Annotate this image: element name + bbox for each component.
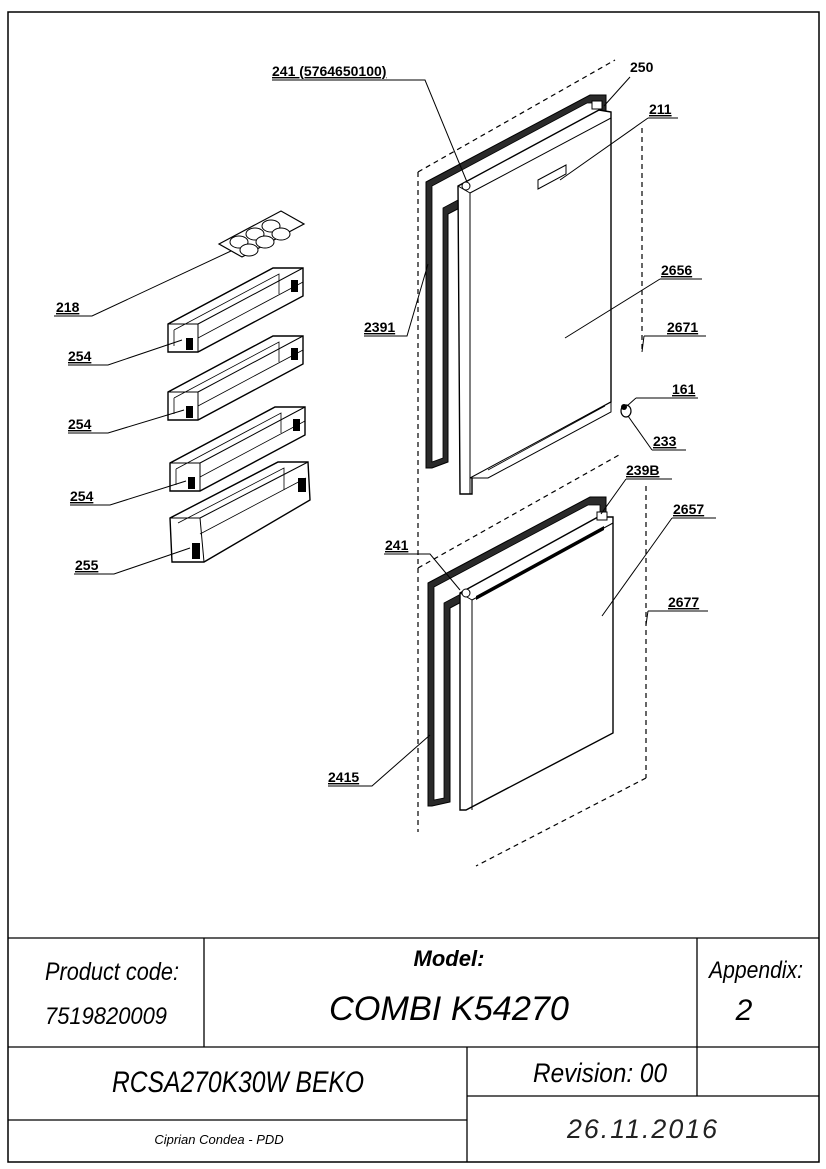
callout-239b: 239B xyxy=(626,462,659,478)
door-shelf-large xyxy=(169,461,311,563)
title-block xyxy=(8,937,819,1162)
assembly-lines xyxy=(417,59,647,867)
revision: Revision: 00 xyxy=(533,1058,667,1088)
product-code-label: Product code: xyxy=(45,958,179,986)
callout-2671: 2671 xyxy=(667,319,698,335)
callout-2391: 2391 xyxy=(364,319,395,335)
callout-241-bottom: 241 xyxy=(385,537,409,553)
callout-2657: 2657 xyxy=(673,501,704,517)
appendix-label: Appendix: xyxy=(707,957,803,984)
callout-2677: 2677 xyxy=(668,594,699,610)
appendix-value: 2 xyxy=(735,994,753,1027)
callout-254-b: 254 xyxy=(68,416,92,432)
lower-door xyxy=(459,511,614,811)
callouts: 241 (5764650100) 250 211 218 2656 2391 2… xyxy=(56,59,704,785)
callout-233: 233 xyxy=(653,433,677,449)
callout-2415: 2415 xyxy=(328,769,359,785)
egg-tray xyxy=(217,210,306,258)
author: Ciprian Condea - PDD xyxy=(154,1132,283,1147)
callout-254-c: 254 xyxy=(70,488,94,504)
callout-241-top: 241 (5764650100) xyxy=(272,63,386,79)
callout-211: 211 xyxy=(649,101,672,117)
sheet-border xyxy=(7,11,820,1163)
leader-lines xyxy=(54,76,716,787)
callout-255: 255 xyxy=(75,557,99,573)
callout-254-a: 254 xyxy=(68,348,92,364)
callout-2656: 2656 xyxy=(661,262,692,278)
callout-161: 161 xyxy=(672,381,696,397)
date: 26.11.2016 xyxy=(566,1114,719,1144)
callout-218: 218 xyxy=(56,299,80,315)
model-number: RCSA270K30W BEKO xyxy=(112,1066,364,1099)
product-code-value: 7519820009 xyxy=(45,1003,167,1030)
upper-door-handle xyxy=(537,164,567,190)
door-hinge-pin xyxy=(620,404,632,418)
model-value: COMBI K54270 xyxy=(329,990,569,1028)
upper-door xyxy=(457,100,612,495)
callout-250: 250 xyxy=(630,59,654,75)
model-label: Model: xyxy=(414,946,485,971)
